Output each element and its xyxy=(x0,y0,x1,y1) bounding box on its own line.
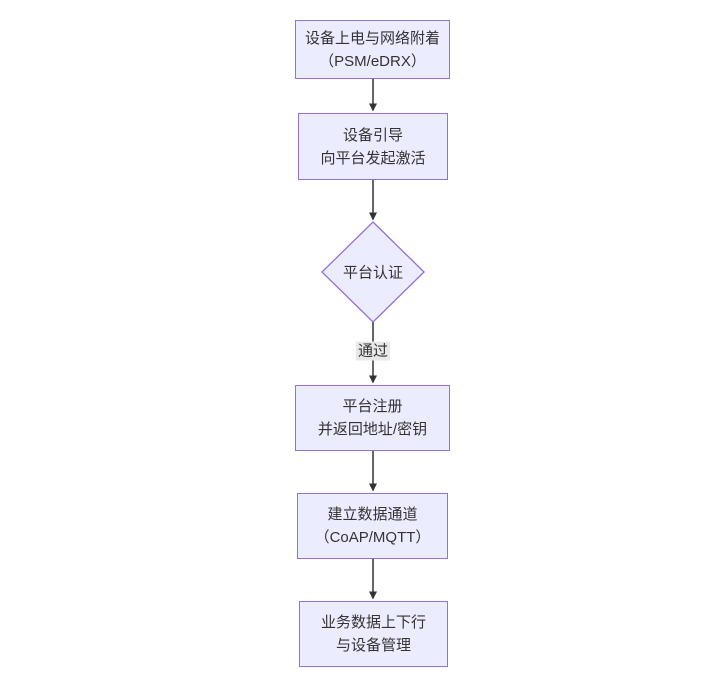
node-register: 平台注册 并返回地址/密钥 xyxy=(295,385,450,451)
decision-platform-auth-label: 平台认证 xyxy=(342,264,404,282)
node-label-line: 设备引导 xyxy=(342,126,403,144)
node-label-line: 业务数据上下行 xyxy=(320,614,426,631)
node-business: 业务数据上下行 与设备管理 xyxy=(299,601,448,667)
node-label-line: 并返回地址/密钥 xyxy=(317,421,428,438)
edge-label-pass: 通过 xyxy=(355,341,391,361)
node-label-line: （CoAP/MQTT） xyxy=(314,529,431,546)
node-label-line: 建立数据通道 xyxy=(327,506,418,523)
decision-platform-auth-shape xyxy=(321,221,425,323)
node-label-line: 平台注册 xyxy=(342,398,403,415)
node-label-line: 向平台发起激活 xyxy=(320,149,426,167)
node-label-line: 设备上电与网络附着 xyxy=(304,29,440,47)
node-label-line: （PSM/eDRX） xyxy=(319,52,426,70)
node-label-line: 与设备管理 xyxy=(335,637,411,654)
node-power-attach: 设备上电与网络附着 （PSM/eDRX） xyxy=(295,20,450,79)
node-channel: 建立数据通道 （CoAP/MQTT） xyxy=(297,493,448,559)
node-bootstrap: 设备引导 向平台发起激活 xyxy=(298,113,448,180)
